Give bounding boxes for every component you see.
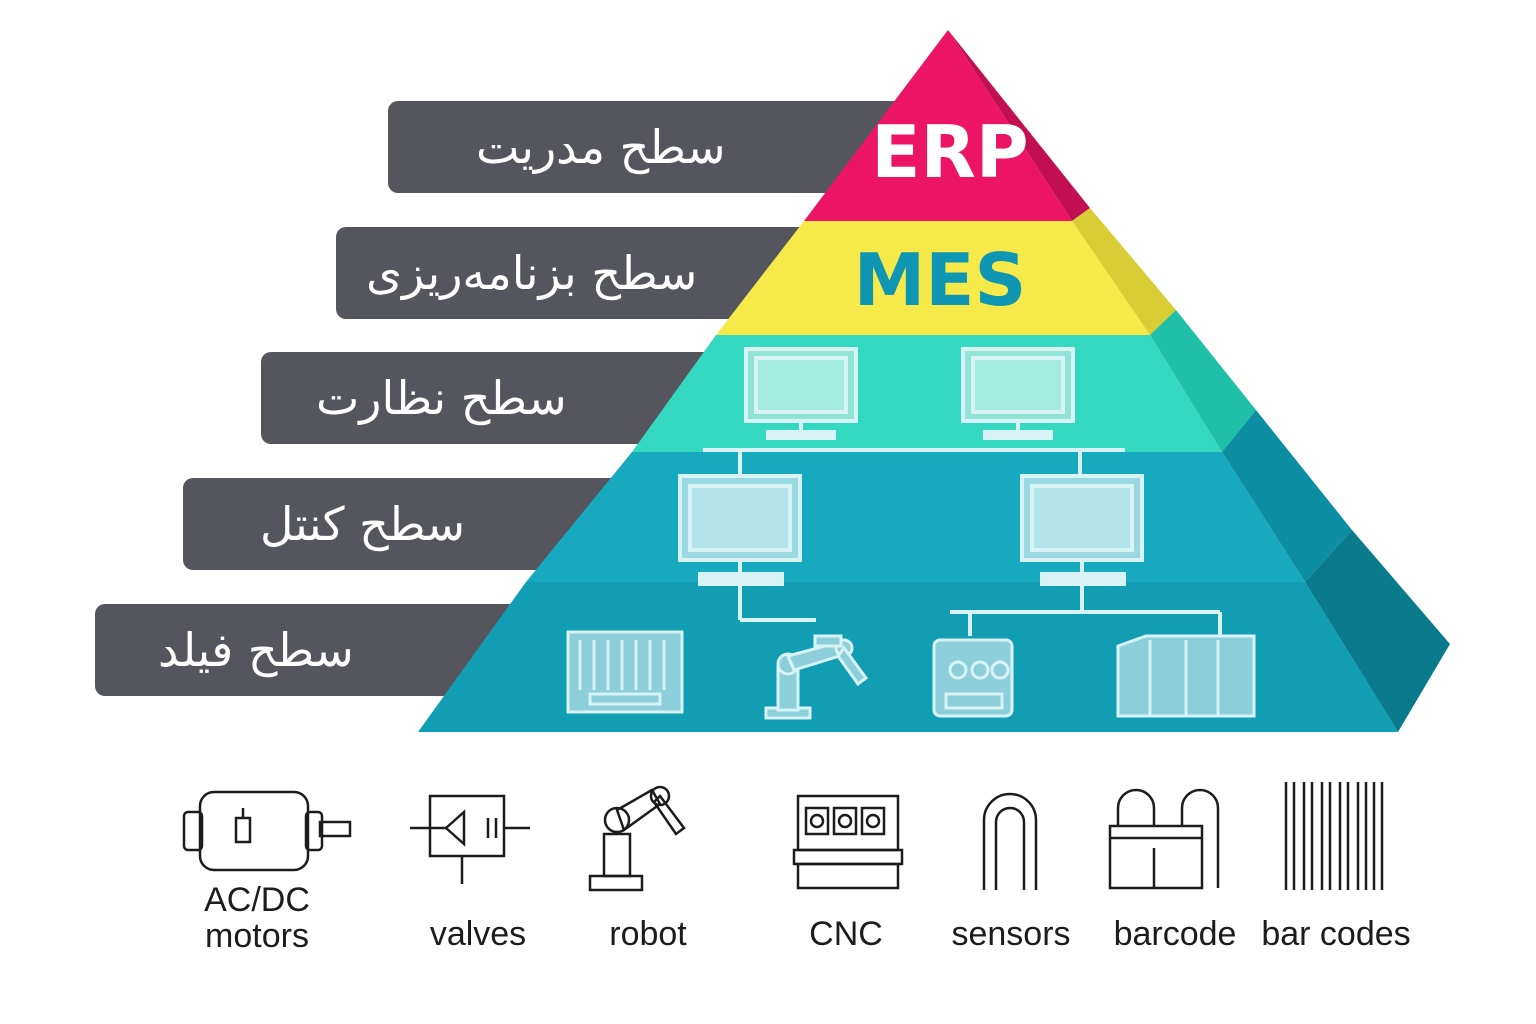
supervisory-layer — [632, 335, 1222, 452]
mes-label: MES — [853, 238, 1027, 322]
control-layer — [526, 452, 1305, 582]
control-panel-icon — [932, 638, 1014, 718]
monitor-icon — [961, 347, 1075, 440]
network-bus — [703, 448, 1125, 474]
device-caption-line: AC/DC — [204, 881, 310, 919]
field-network — [738, 586, 1222, 636]
valve-icon — [410, 794, 530, 884]
cnc-machine-icon — [792, 794, 904, 890]
plc-rack-icon — [566, 630, 684, 714]
level-label-management: سطح مدریت — [476, 120, 726, 174]
cabinet-icon — [1116, 634, 1256, 718]
control-side-face — [1222, 410, 1352, 582]
device-caption-line: motors — [205, 917, 309, 955]
level-label-supervisory: سطح نظارت — [316, 371, 567, 425]
device-caption-motors: AC/DC motors — [157, 882, 357, 954]
device-caption-bar-codes: bar codes — [1261, 915, 1411, 953]
erp-side-face — [948, 30, 1090, 221]
level-tab-management — [388, 101, 908, 193]
sensor-icon — [982, 792, 1038, 890]
device-caption-valves: valves — [429, 915, 527, 953]
monitor-icon — [1020, 474, 1144, 586]
barcode-lines-icon — [1284, 782, 1384, 890]
monitor-icon — [744, 347, 858, 440]
ac-dc-motor-icon — [182, 790, 352, 872]
device-caption-cnc: CNC — [809, 915, 883, 953]
mes-side-face — [1072, 208, 1176, 335]
level-label-control: سطح کنتل — [260, 497, 466, 551]
robot-arm-icon — [588, 785, 686, 892]
device-caption-barcode: barcode — [1113, 915, 1237, 953]
barcode-scanner-icon — [1108, 788, 1220, 890]
device-caption-sensors: sensors — [951, 915, 1071, 953]
device-caption-robot: robot — [609, 915, 687, 953]
monitor-icon — [678, 474, 802, 586]
robot-arm-icon — [764, 634, 869, 720]
field-side-face — [1305, 530, 1450, 732]
level-label-planning: سطح بزنامه‌ریزی — [366, 246, 698, 300]
level-label-field: سطح فیلد — [158, 623, 354, 677]
mes-layer — [716, 221, 1150, 335]
supervisory-side-face — [1150, 310, 1256, 452]
erp-label: ERP — [871, 110, 1029, 194]
erp-layer — [804, 30, 1072, 221]
